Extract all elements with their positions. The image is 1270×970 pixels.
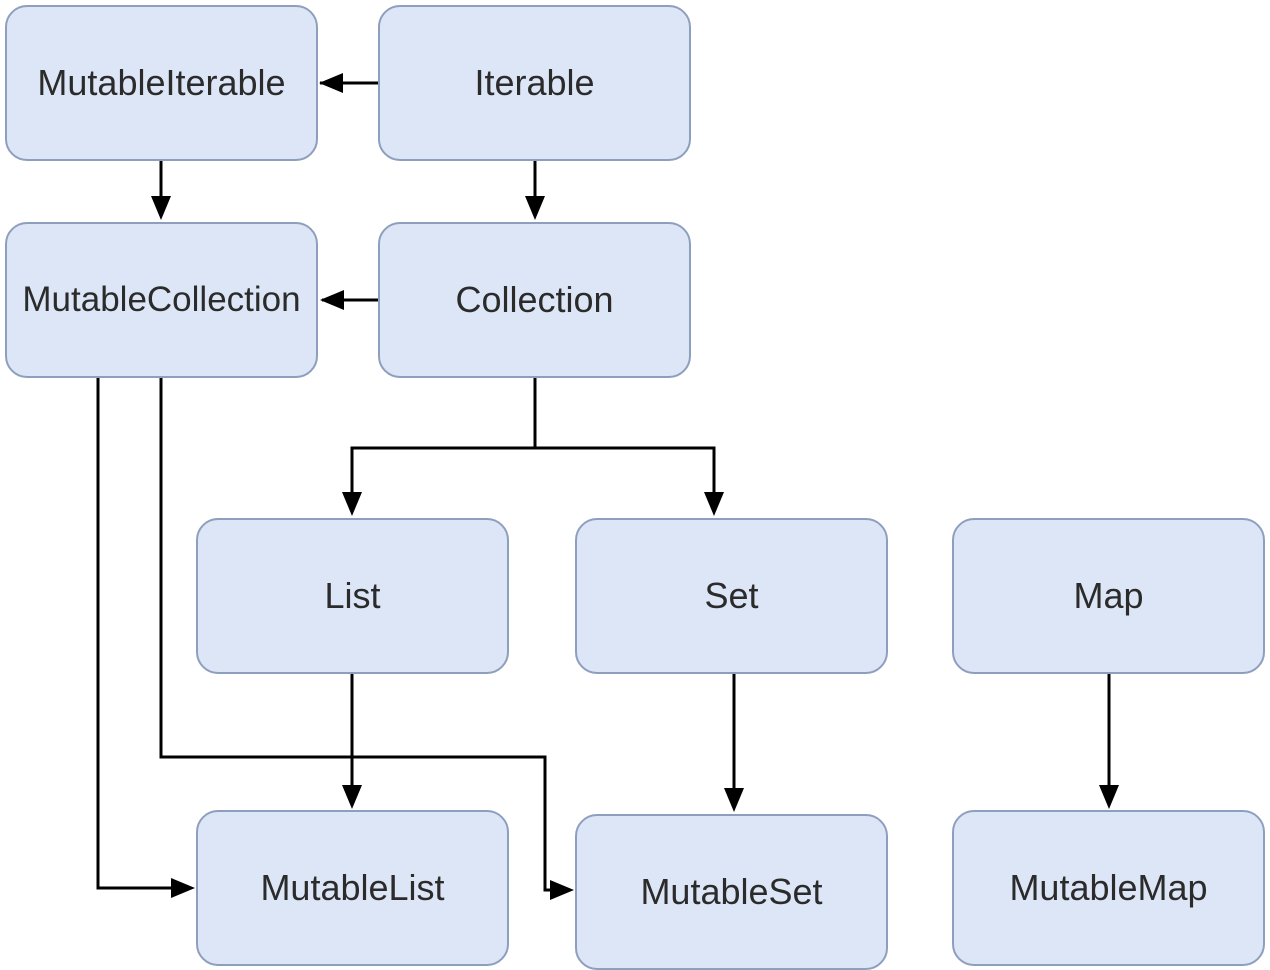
node-label: MutableCollection — [22, 280, 301, 319]
node-iterable: Iterable — [378, 5, 691, 161]
node-label: Collection — [455, 279, 614, 320]
node-map: Map — [952, 518, 1265, 674]
node-label: List — [324, 575, 381, 616]
edge-collection-to-list — [350, 378, 537, 505]
node-list: List — [196, 518, 509, 674]
node-label: Map — [1073, 575, 1144, 616]
node-mutable-set: MutableSet — [575, 814, 888, 970]
node-mutable-map: MutableMap — [952, 810, 1265, 966]
node-label: MutableSet — [640, 871, 823, 912]
node-collection: Collection — [378, 222, 691, 378]
node-label: Set — [704, 575, 759, 616]
node-mutable-collection: MutableCollection — [5, 222, 318, 378]
node-label: MutableList — [260, 867, 445, 908]
node-set: Set — [575, 518, 888, 674]
node-label: Iterable — [474, 62, 595, 103]
node-label: MutableMap — [1009, 867, 1208, 908]
node-label: MutableIterable — [37, 62, 286, 103]
node-mutable-list: MutableList — [196, 810, 509, 966]
edge-mutable-collection-to-mutable-list — [96, 378, 184, 890]
node-mutable-iterable: MutableIterable — [5, 5, 318, 161]
edge-collection-to-set — [535, 446, 716, 505]
